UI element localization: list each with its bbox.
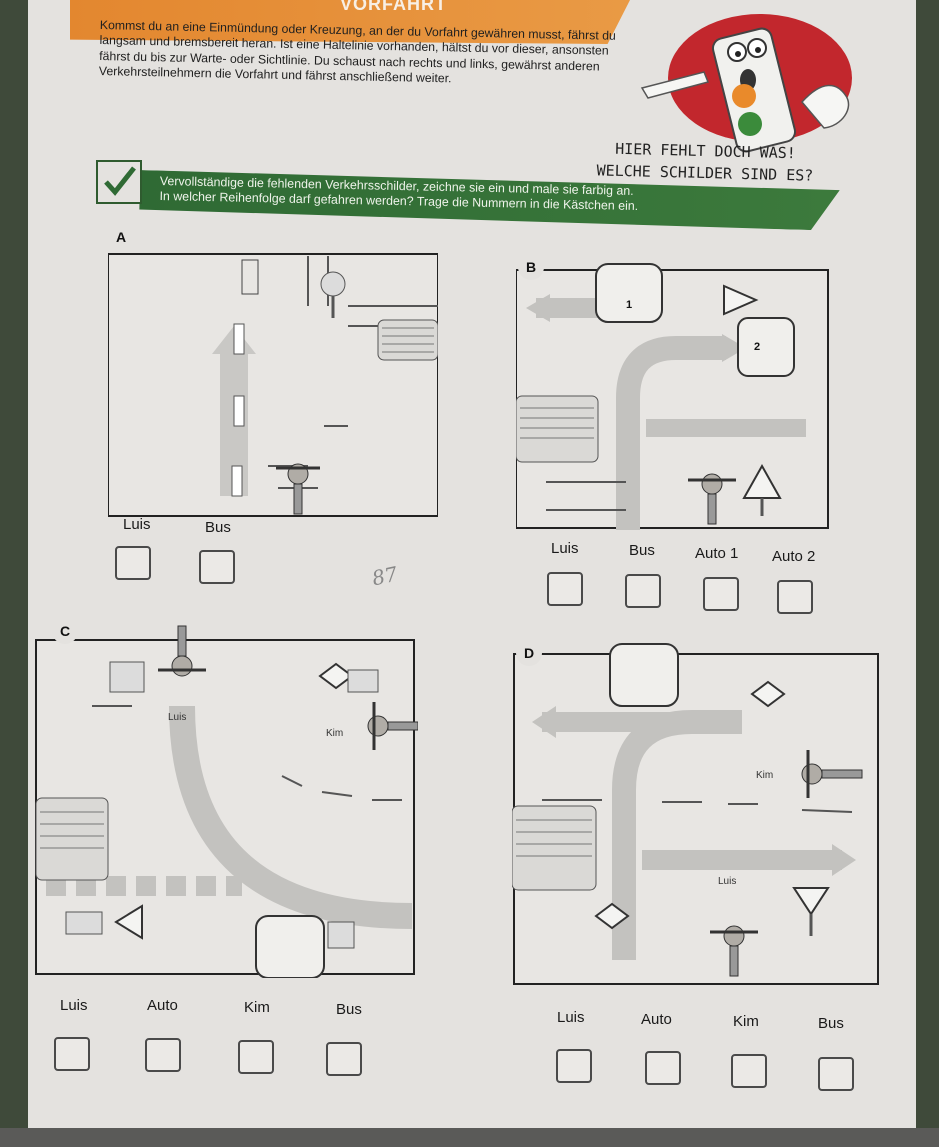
panel-c-answer-box-bus[interactable] xyxy=(326,1042,362,1076)
mascot-pointing-hand xyxy=(640,71,710,99)
banner-title: VORFAHRT xyxy=(340,0,447,14)
bus-icon xyxy=(35,797,109,881)
panel-a-label-bus: Bus xyxy=(205,519,231,536)
car-2-number: 2 xyxy=(754,341,760,353)
car-2-icon xyxy=(737,317,795,377)
panel-d-answer-box-auto[interactable] xyxy=(645,1051,681,1085)
mascot-waving-hand xyxy=(801,84,850,129)
lane-marking xyxy=(241,259,259,295)
panel-a-frame xyxy=(108,253,438,517)
map-label-kim: Kim xyxy=(326,728,343,739)
panel-a: A xyxy=(108,224,438,518)
panel-d-letter: D xyxy=(516,640,542,666)
left-arrow-icon xyxy=(532,706,556,738)
triangle-sign-placeholder-icon xyxy=(723,284,759,316)
panel-b: 1 2 B xyxy=(516,248,832,530)
car-1-number: 1 xyxy=(626,299,632,311)
sign-placeholder-icon xyxy=(65,911,103,935)
amber-light xyxy=(732,84,756,108)
lane-marking xyxy=(231,465,243,497)
map-label-luis: Luis xyxy=(718,876,736,887)
panel-c-label-kim: Kim xyxy=(244,999,270,1016)
panel-a-diagram xyxy=(108,253,438,517)
panel-c: Luis Kim C xyxy=(32,616,418,978)
panel-d-answer-box-luis[interactable] xyxy=(556,1049,592,1083)
panel-c-answer-box-auto[interactable] xyxy=(145,1038,181,1072)
priority-sign-placeholder-icon xyxy=(594,902,630,930)
car-1-icon xyxy=(595,263,663,323)
panel-c-label-auto: Auto xyxy=(147,997,178,1014)
sign-placeholder-icon xyxy=(347,669,379,693)
panel-d-answer-box-kim[interactable] xyxy=(731,1054,767,1088)
car-icon xyxy=(609,643,679,707)
bus-icon xyxy=(512,805,597,891)
panel-b-answer-box-auto-1[interactable] xyxy=(703,577,739,611)
cyclist-luis-icon xyxy=(276,463,320,515)
panel-d-answer-box-bus[interactable] xyxy=(818,1057,854,1091)
bus-icon xyxy=(377,319,438,361)
panel-a-label-luis: Luis xyxy=(123,516,151,533)
binder-edge xyxy=(0,1128,939,1147)
cyclist-luis-icon xyxy=(158,625,206,677)
yield-sign-icon xyxy=(114,904,143,940)
mascot-illustration xyxy=(632,10,872,160)
panel-b-letter: B xyxy=(518,254,544,280)
panel-b-label-luis: Luis xyxy=(551,540,579,557)
lane-marking xyxy=(233,395,245,427)
panel-b-answer-box-auto-2[interactable] xyxy=(777,580,813,614)
panel-b-label-bus: Bus xyxy=(629,542,655,559)
bus-icon xyxy=(516,395,599,463)
sign-placeholder-icon xyxy=(327,921,355,949)
right-arrow-icon xyxy=(832,844,856,876)
panel-d-diagram: Kim Luis xyxy=(512,643,879,985)
map-label-luis: Luis xyxy=(168,712,186,723)
panel-d: Kim Luis D xyxy=(512,640,884,986)
lane-marking xyxy=(233,323,245,355)
panel-c-label-luis: Luis xyxy=(60,997,88,1014)
panel-c-label-bus: Bus xyxy=(336,1001,362,1018)
panel-a-answer-box-bus[interactable] xyxy=(199,550,235,584)
panel-b-diagram: 1 2 xyxy=(516,263,829,530)
car-icon xyxy=(255,915,325,978)
task-checkbox xyxy=(96,160,142,204)
panel-d-label-kim: Kim xyxy=(733,1013,759,1030)
cyclist-luis-icon xyxy=(710,925,758,977)
map-label-kim: Kim xyxy=(756,770,773,781)
yield-sign-icon xyxy=(792,887,830,916)
panel-b-label-auto-1: Auto 1 xyxy=(695,545,739,562)
checkmark-icon xyxy=(104,166,136,196)
panel-c-answer-box-kim[interactable] xyxy=(238,1040,274,1074)
panel-d-label-luis: Luis xyxy=(557,1009,585,1026)
cyclist-kim-icon xyxy=(801,750,863,798)
panel-b-answer-box-luis[interactable] xyxy=(547,572,583,606)
panel-a-answer-box-luis[interactable] xyxy=(115,546,151,580)
intro-paragraph: Kommst du an eine Einmündung oder Kreuzu… xyxy=(98,18,616,86)
panel-c-answer-box-luis[interactable] xyxy=(54,1037,90,1071)
panel-b-label-auto-2: Auto 2 xyxy=(772,548,816,565)
panel-c-diagram: Luis Kim xyxy=(35,625,418,978)
left-arrow-icon xyxy=(526,294,550,322)
cyclist-luis-icon xyxy=(688,473,736,525)
priority-sign-placeholder-icon xyxy=(750,680,786,708)
panel-d-label-bus: Bus xyxy=(818,1015,844,1032)
title-banner xyxy=(70,0,630,44)
route-arrow-icon xyxy=(616,336,726,530)
route-arrow-icon xyxy=(169,705,413,929)
sign-placeholder-icon xyxy=(320,271,346,297)
panel-c-letter: C xyxy=(52,618,78,644)
panel-b-answer-box-bus[interactable] xyxy=(625,574,661,608)
green-light xyxy=(738,112,762,136)
panel-a-letter: A xyxy=(108,224,134,250)
cyclist-kim-icon xyxy=(367,702,418,750)
panel-d-label-auto: Auto xyxy=(641,1011,672,1028)
sign-placeholder-icon xyxy=(109,661,145,693)
